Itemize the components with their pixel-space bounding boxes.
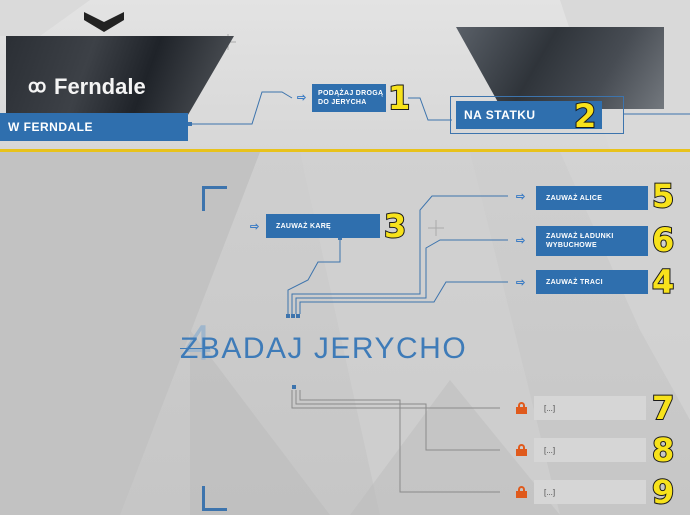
ferndale-logo-icon: ꝏ (28, 76, 47, 96)
arrow-icon: ⇨ (297, 92, 307, 104)
arrow-icon: ⇨ (516, 191, 526, 203)
bracket-bottom-left (202, 486, 227, 511)
arrow-icon: ⇨ (516, 277, 526, 289)
ferndale-logo: Ferndale (54, 74, 146, 99)
step-number-1: 1 (387, 79, 411, 117)
chapter-title: ZBADAJ JERYCHO (180, 332, 468, 365)
step-number-7: 7 (651, 389, 675, 427)
lock-icon (516, 444, 527, 456)
locked-label: [...] (544, 403, 556, 413)
lock-icon (516, 486, 527, 498)
locked-node-2[interactable]: [...] (534, 438, 646, 462)
chapter-title-underline (180, 348, 210, 349)
step-number-8: 8 (651, 431, 675, 469)
node-outline (450, 96, 624, 134)
step-number-2: 2 (573, 97, 597, 135)
arrow-icon: ⇨ (250, 221, 260, 233)
node-na-statku[interactable]: NA STATKU (456, 101, 602, 129)
bracket-top-left (202, 186, 227, 211)
node-label: NA STATKU (464, 108, 536, 122)
node-zauwaz-alice[interactable]: ZAUWAŻ ALICE (536, 186, 648, 210)
node-zauwaz-traci[interactable]: ZAUWAŻ TRACI (536, 270, 648, 294)
node-label: PODĄŻAJ DROGĄ DO JERYCHA (318, 90, 384, 106)
node-label: W FERNDALE (8, 120, 93, 134)
node-zauwaz-ladunki[interactable]: ZAUWAŻ ŁADUNKI WYBUCHOWE (536, 226, 648, 256)
locked-node-1[interactable]: [...] (534, 396, 646, 420)
node-label: ZAUWAŻ TRACI (546, 278, 603, 286)
node-label: ZAUWAŻ ALICE (546, 194, 603, 202)
node-podazaj-droga[interactable]: PODĄŻAJ DROGĄ DO JERYCHA (312, 84, 386, 112)
node-label: ZAUWAŻ ŁADUNKI WYBUCHOWE (546, 233, 614, 249)
step-number-4: 4 (651, 263, 675, 301)
lock-icon (516, 402, 527, 414)
node-zauwaz-kare[interactable]: ZAUWAŻ KARĘ (266, 214, 380, 238)
locked-label: [...] (544, 487, 556, 497)
section-divider (0, 149, 690, 152)
node-w-ferndale[interactable]: W FERNDALE (0, 113, 188, 141)
step-number-3: 3 (383, 207, 407, 245)
chapter-progress-mark: 4 (184, 315, 212, 371)
step-number-9: 9 (651, 473, 675, 511)
step-number-6: 6 (651, 221, 675, 259)
locked-label: [...] (544, 445, 556, 455)
step-number-5: 5 (651, 177, 675, 215)
arrow-icon: ⇨ (516, 235, 526, 247)
node-label: ZAUWAŻ KARĘ (276, 222, 332, 230)
locked-node-3[interactable]: [...] (534, 480, 646, 504)
